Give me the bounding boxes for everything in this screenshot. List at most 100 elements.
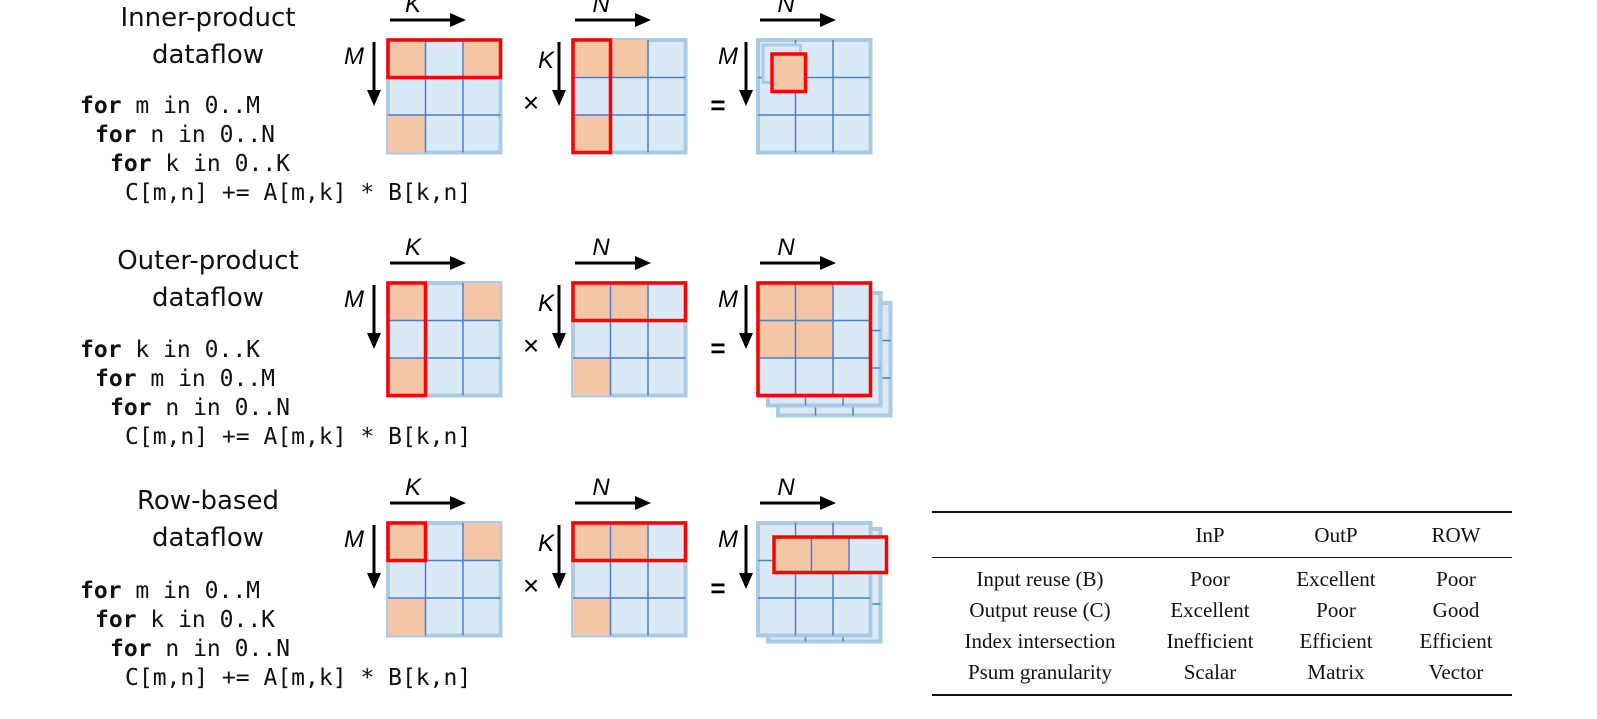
times-sign: ×	[523, 330, 539, 361]
arrowhead-icon	[820, 256, 836, 270]
arrowhead-icon	[635, 13, 651, 27]
nonzero-cell	[388, 115, 426, 153]
nonzero-cell	[772, 54, 806, 92]
arrowhead-icon	[367, 333, 381, 349]
arrowhead-icon	[367, 573, 381, 589]
nonzero-cell	[463, 40, 501, 78]
arrowhead-icon	[552, 573, 566, 589]
title-line1: Inner-product	[120, 3, 296, 33]
header-cell: OutP	[1314, 522, 1358, 547]
code-line: C[m,n] += A[m,k] * B[k,n]	[125, 665, 472, 691]
title-inner-product: Inner-product dataflow	[78, 0, 338, 74]
table-header: InP OutP ROW	[932, 513, 1512, 557]
nonzero-cell	[463, 523, 501, 561]
nonzero-cell	[388, 523, 426, 561]
nonzero-cell	[610, 523, 648, 561]
equals-sign: =	[710, 573, 725, 603]
matrix-c	[756, 38, 873, 155]
nonzero-cell	[573, 115, 611, 153]
title-line2: dataflow	[151, 523, 265, 553]
nonzero-cell	[610, 283, 648, 321]
matrix-a	[386, 521, 503, 638]
highlight-box	[386, 281, 428, 398]
code-inner-product: for m in 0..M for n in 0..N for k in 0..K C…	[80, 92, 471, 208]
code-line: C[m,n] += A[m,k] * B[k,n]	[125, 180, 472, 206]
nonzero-cell	[795, 320, 833, 358]
nonzero-cell	[758, 320, 796, 358]
label-c-side: M	[718, 286, 738, 313]
highlight-box	[571, 281, 688, 323]
arrowhead-icon	[450, 256, 466, 270]
matrix-c	[756, 281, 873, 398]
highlight-box	[756, 281, 873, 398]
highlight-box	[571, 38, 613, 155]
label-c-side: M	[718, 43, 738, 70]
nonzero-cell	[388, 598, 426, 636]
code-line: for n in 0..N	[95, 122, 276, 148]
nonzero-cell	[610, 40, 648, 78]
code-line: for k in 0..K	[80, 337, 261, 363]
nonzero-cell	[388, 283, 426, 321]
code-line: C[m,n] += A[m,k] * B[k,n]	[125, 424, 472, 450]
matrix-b	[571, 38, 688, 155]
arrowhead-icon	[450, 13, 466, 27]
label-c-side: M	[718, 526, 738, 553]
highlight-box	[386, 38, 503, 80]
code-line: for m in 0..M	[80, 93, 261, 119]
title-line2: dataflow	[151, 40, 265, 70]
nonzero-cell	[573, 598, 611, 636]
nonzero-cell	[758, 283, 796, 321]
matrix-a	[386, 38, 503, 155]
arrowhead-icon	[635, 496, 651, 510]
nonzero-cell	[388, 40, 426, 78]
label-b-top: N	[592, 234, 610, 261]
label-b-side: K	[538, 290, 555, 317]
code-line: for m in 0..M	[80, 578, 261, 604]
highlight-box	[386, 521, 428, 563]
code-line: for n in 0..N	[110, 636, 291, 662]
nonzero-cell	[573, 283, 611, 321]
label-a-top: K	[405, 234, 422, 261]
title-line1: Outer-product	[117, 246, 299, 276]
label-a-side: M	[344, 43, 364, 70]
code-line: for k in 0..K	[110, 151, 291, 177]
label-c-top: N	[777, 0, 795, 18]
equals-sign: =	[710, 90, 725, 120]
matrix-b	[571, 521, 688, 638]
label-c-top: N	[777, 234, 795, 261]
times-sign: ×	[523, 87, 539, 118]
matrix-a	[386, 281, 503, 398]
nonzero-cell	[388, 358, 426, 396]
arrowhead-icon	[552, 333, 566, 349]
nonzero-cell	[573, 40, 611, 78]
code-line: for n in 0..N	[110, 395, 291, 421]
label-a-side: M	[344, 526, 364, 553]
highlight-box	[571, 521, 688, 563]
arrowhead-icon	[739, 90, 753, 106]
label-a-top: K	[405, 0, 422, 18]
arrowhead-icon	[820, 496, 836, 510]
arrowhead-icon	[820, 13, 836, 27]
matrix-border	[756, 38, 873, 155]
label-b-top: N	[592, 0, 610, 18]
header-cell: ROW	[1431, 522, 1481, 547]
arrowhead-icon	[367, 90, 381, 106]
nonzero-cell	[463, 283, 501, 321]
label-a-side: M	[344, 286, 364, 313]
highlight-box	[770, 52, 808, 94]
label-b-top: N	[592, 474, 610, 501]
nonzero-cell	[573, 358, 611, 396]
header-cell: InP	[1195, 522, 1225, 547]
title-line2: dataflow	[151, 283, 265, 313]
arrowhead-icon	[552, 90, 566, 106]
arrowhead-icon	[450, 496, 466, 510]
label-a-top: K	[405, 474, 422, 501]
